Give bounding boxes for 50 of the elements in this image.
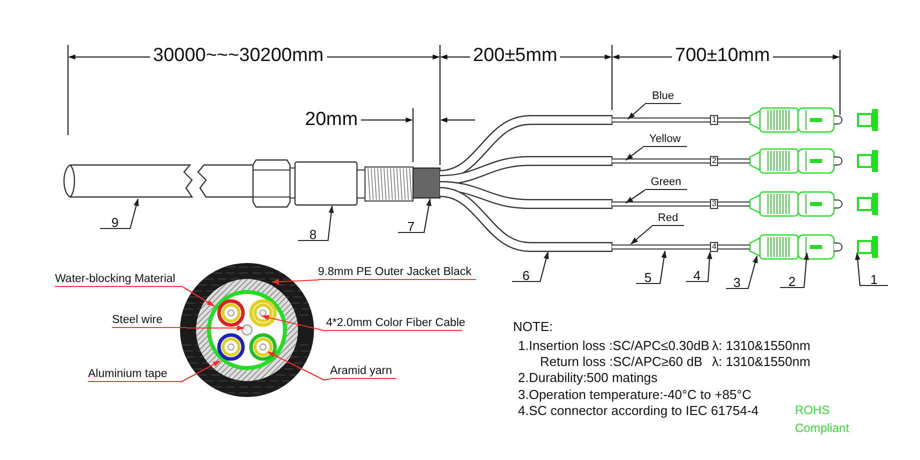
note-text: 4.SC connector according to IEC 61754-4 (518, 403, 759, 419)
leader-line (423, 198, 432, 234)
leader-line (129, 198, 139, 230)
fiber-color-label: Yellow (643, 133, 687, 147)
layer-label: Steel wire (112, 313, 187, 328)
leader-line (803, 252, 810, 288)
leader-line (261, 314, 326, 332)
fiber-color-label: Red (652, 212, 684, 226)
fiber-number: 1 (710, 115, 718, 125)
callout-number: 7 (398, 221, 424, 233)
leader-line (327, 205, 334, 242)
note-text: Return loss :SC/APC≥60 dB (540, 354, 702, 370)
leader-line (706, 251, 712, 282)
callout-number: 1 (860, 274, 888, 286)
note-text: 3.Operation temperature:-40°C to +85°C (518, 387, 752, 403)
leader-line (271, 279, 318, 284)
leader-line (625, 190, 646, 204)
fiber-number: 2 (710, 156, 718, 166)
leader-line (630, 226, 652, 244)
fiber-number: 3 (710, 199, 718, 209)
leader-line (747, 255, 758, 290)
note-text: 2.Durability:500 matings (518, 370, 658, 386)
leader-line (659, 250, 667, 284)
layer-label: Aramid yarn (330, 364, 396, 379)
callout-number: 8 (298, 229, 328, 241)
note-heading: NOTE: (513, 319, 553, 335)
leader-line (627, 104, 646, 120)
fiber-color-label: Green (645, 176, 687, 190)
leader-line (180, 360, 221, 382)
note-text: λ: 1310&1550nm (712, 354, 810, 370)
layer-label: Aluminium tape (88, 367, 181, 382)
callout-number: 3 (726, 277, 748, 289)
callout-number: 5 (636, 272, 660, 284)
callout-number: 9 (100, 217, 130, 229)
callout-number: 4 (686, 270, 708, 282)
note-text: 1.Insertion loss :SC/APC≤0.30dB (518, 338, 710, 354)
leader-line (182, 286, 215, 306)
callout-number: 6 (512, 270, 540, 282)
leader-line (854, 252, 861, 286)
layer-label: 9.8mm PE Outer Jacket Black (318, 265, 476, 280)
leader-line (539, 251, 549, 282)
layer-label: Water-blocking Material (55, 272, 183, 287)
leader-line (187, 325, 245, 331)
compliance-note: ROHS Compliant (795, 402, 850, 437)
fiber-color-label: Blue (645, 90, 681, 104)
fiber-number: 4 (710, 242, 718, 252)
note-text: λ: 1310&1550nm (712, 338, 810, 354)
leader-line (625, 146, 644, 160)
callout-number: 2 (780, 276, 804, 288)
leader-line (267, 352, 330, 381)
